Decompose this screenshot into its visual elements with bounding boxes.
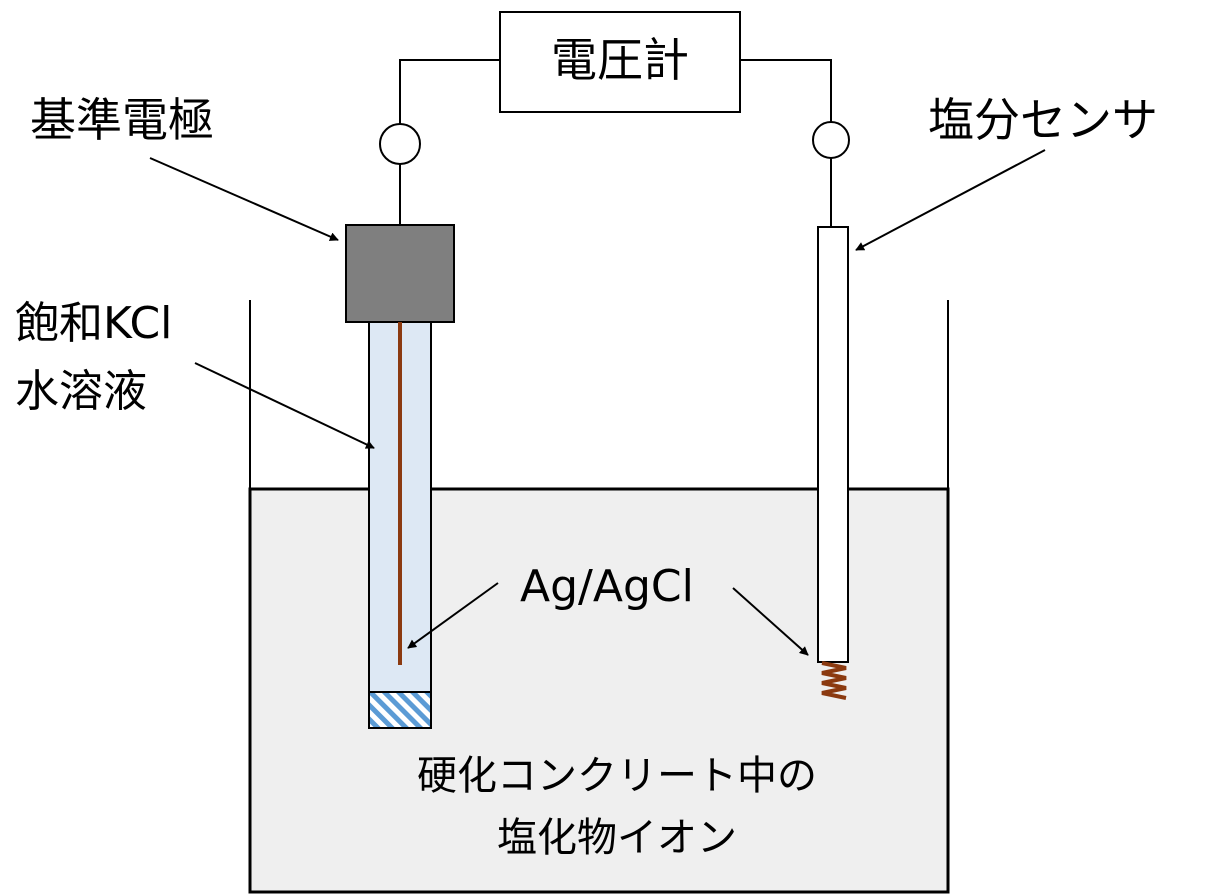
wire-left — [399, 59, 500, 124]
reference-electrode-label: 基準電極 — [30, 93, 214, 147]
sample-label-line1: 硬化コンクリート中の — [417, 753, 817, 799]
voltmeter-box — [499, 11, 741, 113]
sensor-coil — [821, 661, 847, 700]
sample-label-line2: 塩化物イオン — [497, 815, 737, 861]
electrode-cap — [345, 224, 455, 323]
arrow-chloride-sensor — [855, 149, 1046, 251]
kcl-solution-label-line2: 水溶液 — [15, 366, 147, 417]
terminal-right — [812, 121, 850, 159]
porous-junction — [368, 691, 432, 729]
terminal-left — [379, 123, 421, 165]
voltmeter-label: 電圧計 — [551, 33, 689, 87]
kcl-solution-label-line1: 飽和KCl — [15, 298, 173, 349]
wire-right — [740, 59, 832, 122]
arrow-reference-electrode — [149, 157, 339, 241]
chloride-sensor-label: 塩分センサ — [928, 93, 1158, 147]
ag-agcl-label: Ag/AgCl — [520, 561, 694, 612]
arrow-ag-agcl-sensor — [732, 587, 809, 656]
arrow-kcl-solution — [194, 362, 375, 449]
sensor-rod — [817, 226, 849, 663]
arrow-ag-agcl-reference — [407, 582, 499, 649]
